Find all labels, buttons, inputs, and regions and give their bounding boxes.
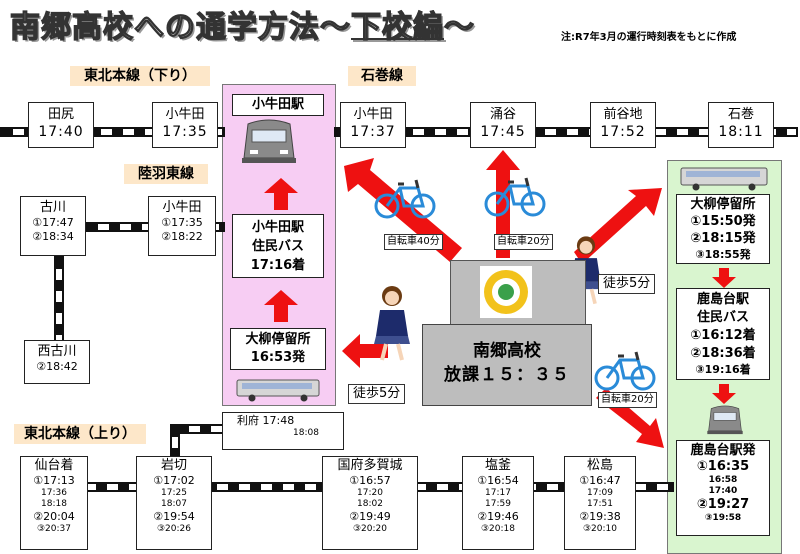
kogota-bus-box: 小牛田駅 住民バス 17:16着 — [232, 214, 324, 278]
line-label-tohoku-down: 東北本線（下り） — [70, 66, 210, 86]
school-emblem-icon — [480, 266, 532, 318]
bicycle-icon — [374, 179, 436, 219]
school-name: 南郷高校 — [473, 341, 541, 361]
arrow-to-ooyanagi-stop — [342, 334, 388, 368]
kogota-station-box: 小牛田駅 — [232, 94, 324, 116]
bike-label-kogota: 自転車40分 — [384, 234, 443, 250]
ooyanagi-departure-box: 大柳停留所 ①15:50発 ②18:15発 ③18:55発 — [676, 194, 770, 264]
up-arrow-icon — [264, 290, 298, 322]
kashimadai-bus-box: 鹿島台駅 住民バス ①16:12着 ②18:36着 ③19:16着 — [676, 288, 770, 380]
student-icon — [374, 286, 410, 361]
rikuu-branch-rail — [54, 256, 64, 345]
kashimadai-departure-box: 鹿島台駅発 ①16:35 16:58 17:40 ②19:27 ③19:58 — [676, 440, 770, 536]
bike-label-kashimadai: 自転車20分 — [598, 392, 657, 408]
bus-icon — [680, 167, 768, 191]
train-icon — [707, 405, 743, 435]
line-label-rikuu: 陸羽東線 — [124, 164, 208, 184]
bicycle-icon — [484, 177, 546, 217]
school-box: 南郷高校 放課１５：３５ — [422, 324, 592, 406]
down-arrow-icon — [712, 384, 736, 404]
up-arrow-icon — [264, 178, 298, 210]
walk-label-ooyanagi: 徒歩5分 — [598, 274, 656, 294]
ooyanagi-stop-box: 大柳停留所 16:53発 — [230, 328, 326, 370]
train-icon — [242, 119, 296, 163]
walk-label-ooyanagi-stop: 徒歩5分 — [348, 384, 406, 404]
tohoku-down-rail — [0, 127, 225, 137]
bicycle-icon — [594, 351, 656, 391]
station-rifu: 利府 17:48 18:08 — [222, 412, 344, 450]
ishinomaki-rail — [334, 127, 798, 137]
down-arrow-icon — [712, 268, 736, 288]
source-note: 注:R7年3月の運行時刻表をもとに作成 — [561, 32, 737, 43]
school-dismissal: 放課１５：３５ — [444, 365, 570, 385]
arrow-to-wakuya — [486, 150, 520, 258]
bus-icon — [236, 379, 320, 402]
line-label-tohoku-up: 東北本線（上り） — [14, 424, 146, 444]
arrow-to-ooyanagi — [574, 188, 662, 264]
page-title: 南郷高校への通学方法～下校編～ — [9, 9, 475, 45]
line-label-ishinomaki: 石巻線 — [348, 66, 416, 86]
bike-label-wakuya: 自転車20分 — [494, 234, 553, 250]
